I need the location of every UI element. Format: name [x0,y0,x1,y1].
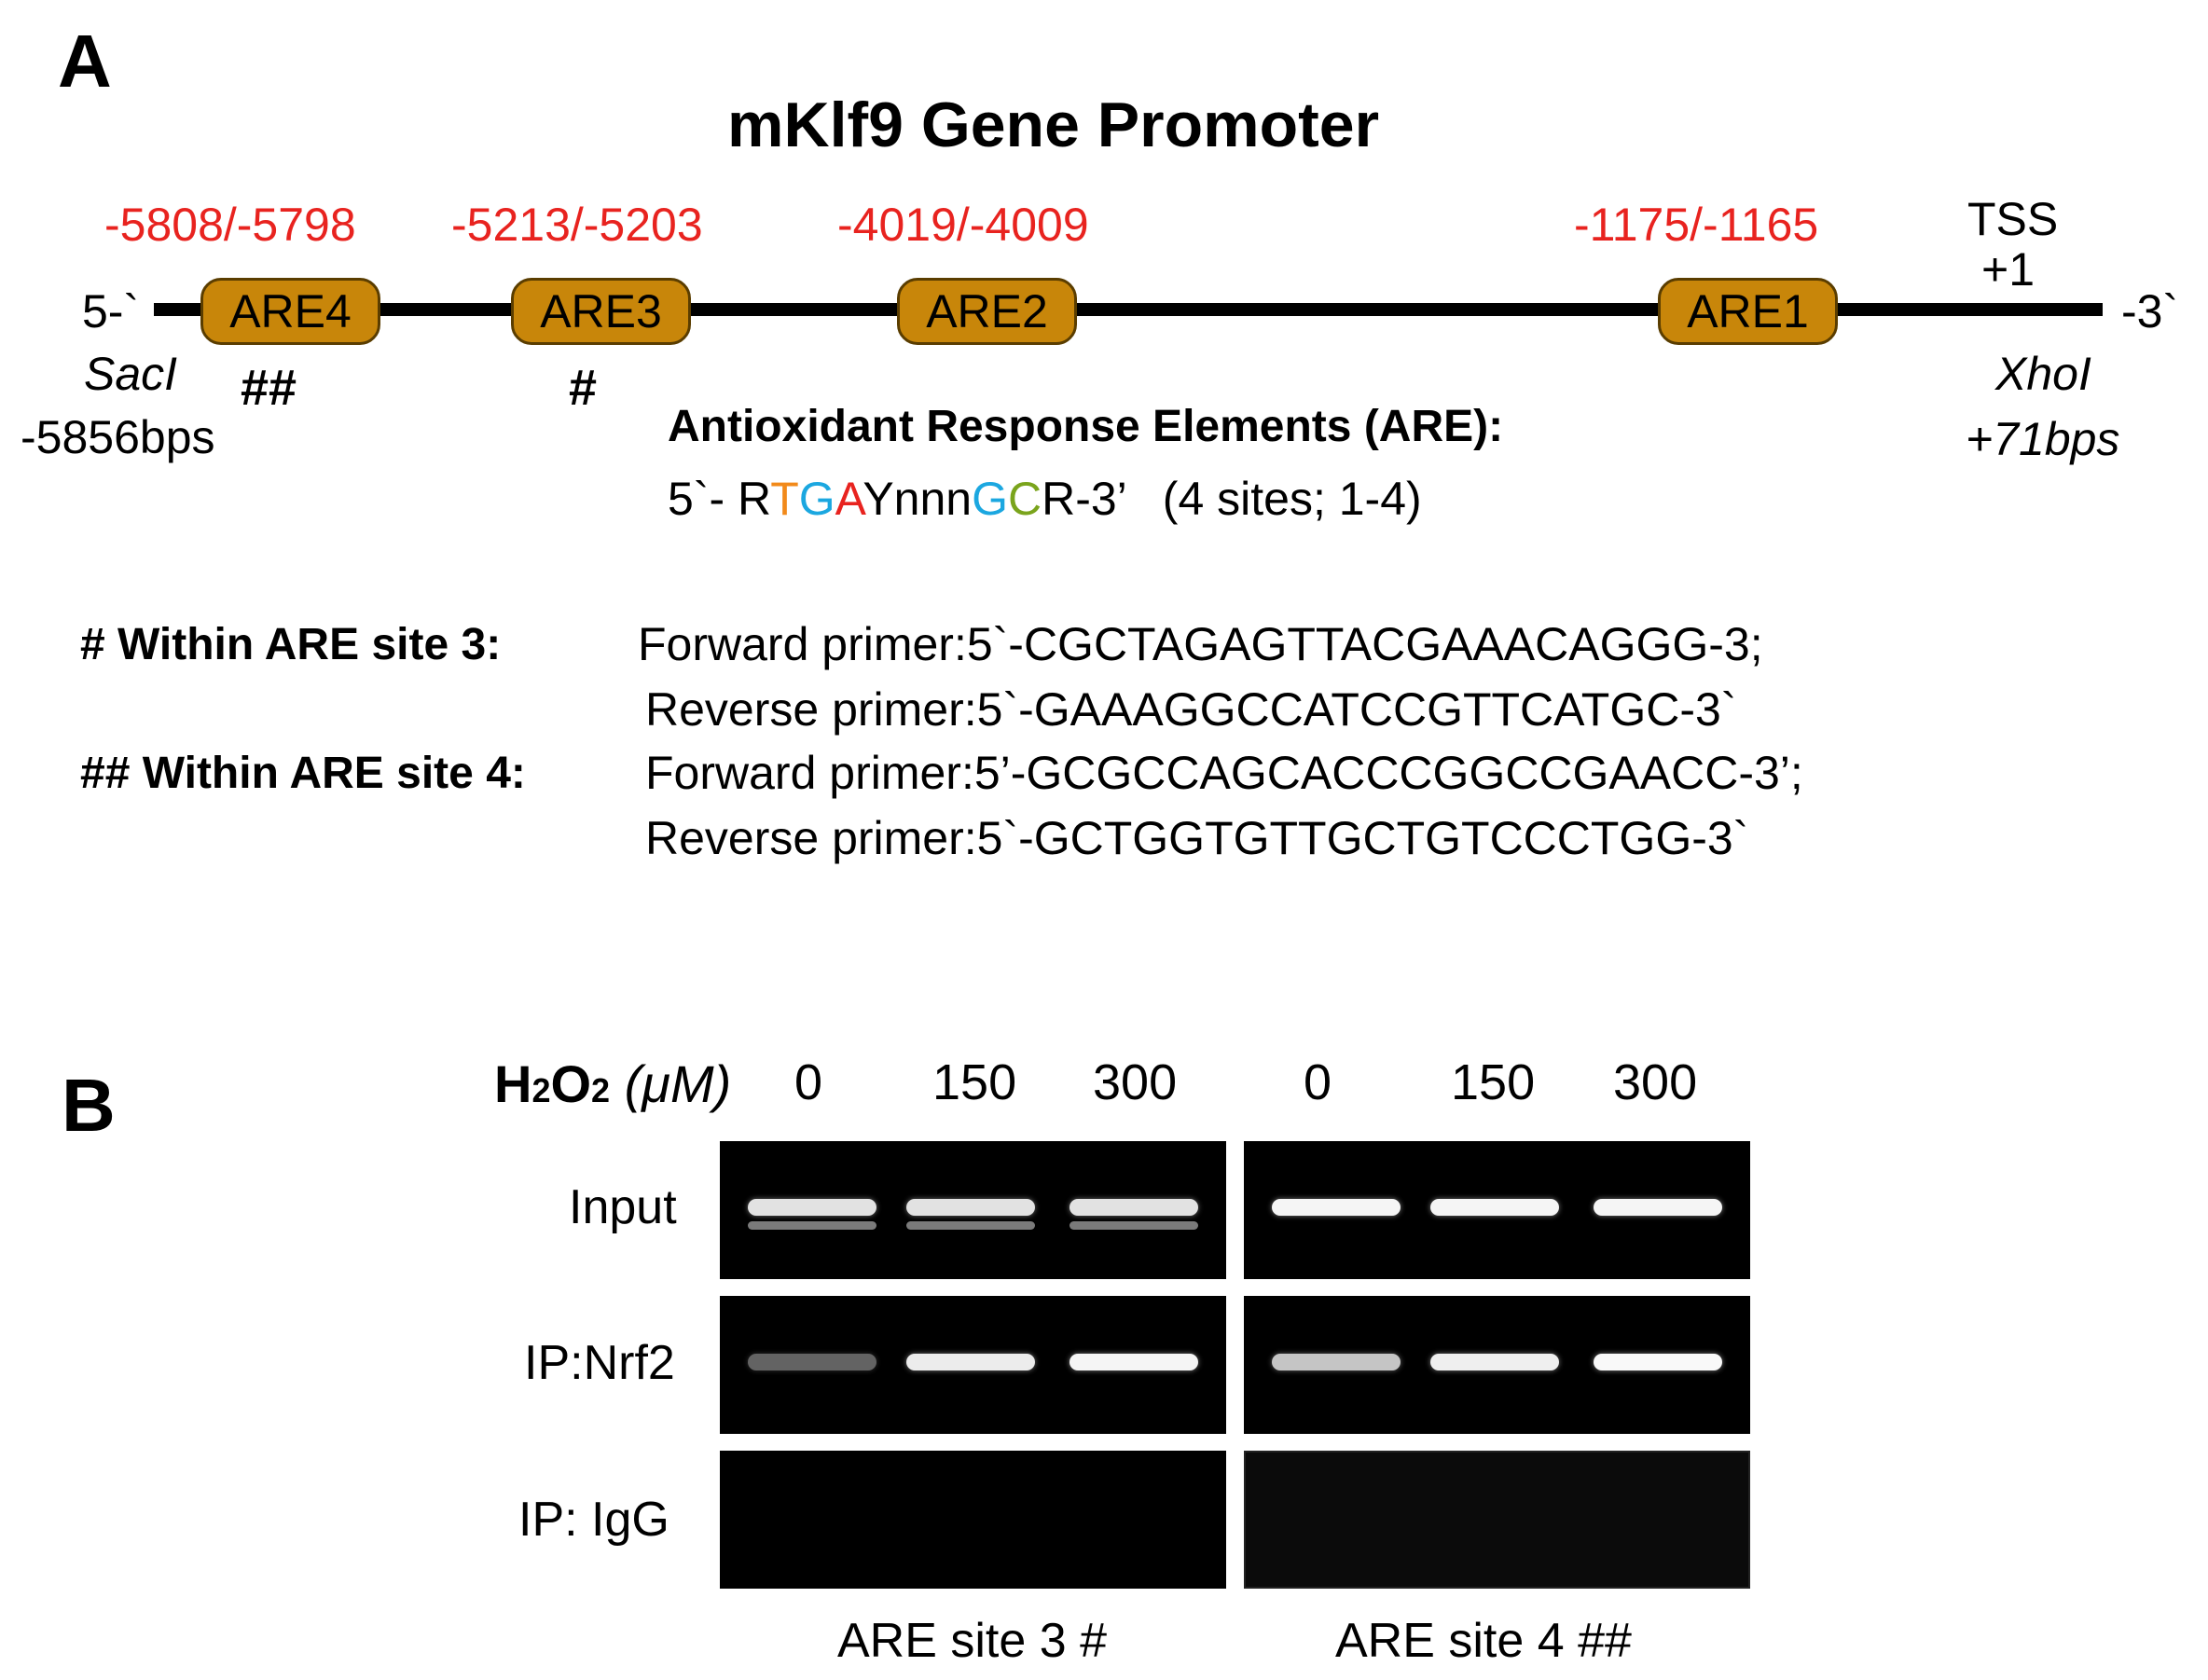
gel-band [906,1199,1035,1216]
gel-band [1272,1354,1401,1370]
are4-mark: ## [241,360,297,416]
tss-label: TSS [1967,193,2059,245]
gel-band-secondary [906,1221,1035,1230]
panel-b-label: B [62,1064,116,1147]
are3-box: ARE3 [511,278,691,345]
treatment-label: H2O2 (μM) [494,1053,731,1114]
row-label-input: Input [569,1180,677,1234]
are1-box: ARE1 [1658,278,1838,345]
site4-forward-primer: Forward primer:5’-GCGCCAGCACCCGGCCGAACC-… [645,747,1803,799]
treatment-sub2a: 2 [531,1071,551,1109]
consensus-suffix: R-3’ [1042,473,1127,525]
site3-reverse-primer: Reverse primer:5`-GAAAGGCCATCCGTTCATGC-3… [645,683,1737,736]
consensus-sequence: 5`- RTGAYnnnGCR-3’(4 sites; 1-4) [668,472,1422,526]
panel-a-label: A [58,20,112,103]
are4-box: ARE4 [200,278,380,345]
xhoi-label: XhoI [1995,348,2091,400]
dose-label: 150 [1451,1054,1536,1110]
five-prime-label: 5-` [82,285,140,337]
promoter-title: mKlf9 Gene Promoter [727,90,1380,160]
gel-band [748,1354,876,1370]
consensus-mid: Ynnn [862,473,973,525]
gel-input-site4 [1244,1141,1750,1279]
gel-input-site3 [720,1141,1226,1279]
gel-band [1594,1199,1722,1216]
dose-label: 150 [932,1054,1017,1110]
dose-label: 0 [1304,1054,1332,1110]
gel-igg-site3 [720,1451,1226,1589]
gel-nrf2-site3 [720,1296,1226,1434]
gel-band [1594,1354,1722,1370]
gel-nrf2-site4 [1244,1296,1750,1434]
treatment-h: H [494,1054,532,1113]
consensus-g: G [798,473,835,525]
consensus-prefix: 5`- R [668,473,771,525]
are2-range: -4019/-4009 [837,199,1089,251]
consensus-note: (4 sites; 1-4) [1162,473,1422,525]
consensus-a: A [835,473,863,525]
gel-band [1272,1199,1401,1216]
gel-band [906,1354,1035,1370]
are2-box: ARE2 [897,278,1077,345]
gel-band-secondary [748,1221,876,1230]
are3-label: ARE3 [540,285,662,337]
site3-heading: # Within ARE site 3: [80,620,502,669]
consensus-g2: G [972,473,1008,525]
saci-label: SacI [84,348,178,400]
dose-label: 300 [1613,1054,1698,1110]
dose-label: 300 [1093,1054,1178,1110]
are4-label: ARE4 [229,285,352,337]
gel-band [1070,1354,1198,1370]
are3-range: -5213/-5203 [451,199,703,251]
are1-range: -1175/-1165 [1574,199,1819,251]
gel-band [1070,1199,1198,1216]
gel-band [1430,1199,1559,1216]
consensus-c: C [1008,473,1042,525]
are3-mark: # [569,360,598,416]
treatment-unit: (μM) [610,1054,732,1113]
consensus-t: T [770,473,799,525]
are-heading: Antioxidant Response Elements (ARE): [668,402,1504,451]
site4-heading: ## Within ARE site 4: [80,749,526,798]
gel-igg-site4 [1244,1451,1750,1589]
are1-label: ARE1 [1687,285,1809,337]
dose-label: 0 [794,1054,823,1110]
are4-range: -5808/-5798 [104,199,356,251]
row-label-ip-nrf2: IP:Nrf2 [524,1336,675,1390]
are2-label: ARE2 [926,285,1048,337]
left-coordinate: -5856bps [21,411,215,463]
treatment-o: O [550,1054,592,1113]
site3-forward-primer: Forward primer:5`-CGCTAGAGTTACGAAACAGGG-… [638,618,1763,670]
treatment-sub2b: 2 [591,1071,611,1109]
site4-reverse-primer: Reverse primer:5`-GCTGGTGTTGCTGTCCCTGG-3… [645,812,1749,864]
gel-band [1430,1354,1559,1370]
row-label-ip-igg: IP: IgG [518,1493,669,1547]
gel-band [748,1199,876,1216]
tss-position: +1 [1981,243,2036,296]
right-coordinate: +71bps [1966,413,2120,465]
gel-label-site3: ARE site 3 # [837,1614,1108,1668]
gel-band-secondary [1070,1221,1198,1230]
gel-label-site4: ARE site 4 ## [1335,1614,1632,1668]
three-prime-label: -3` [2121,285,2179,337]
